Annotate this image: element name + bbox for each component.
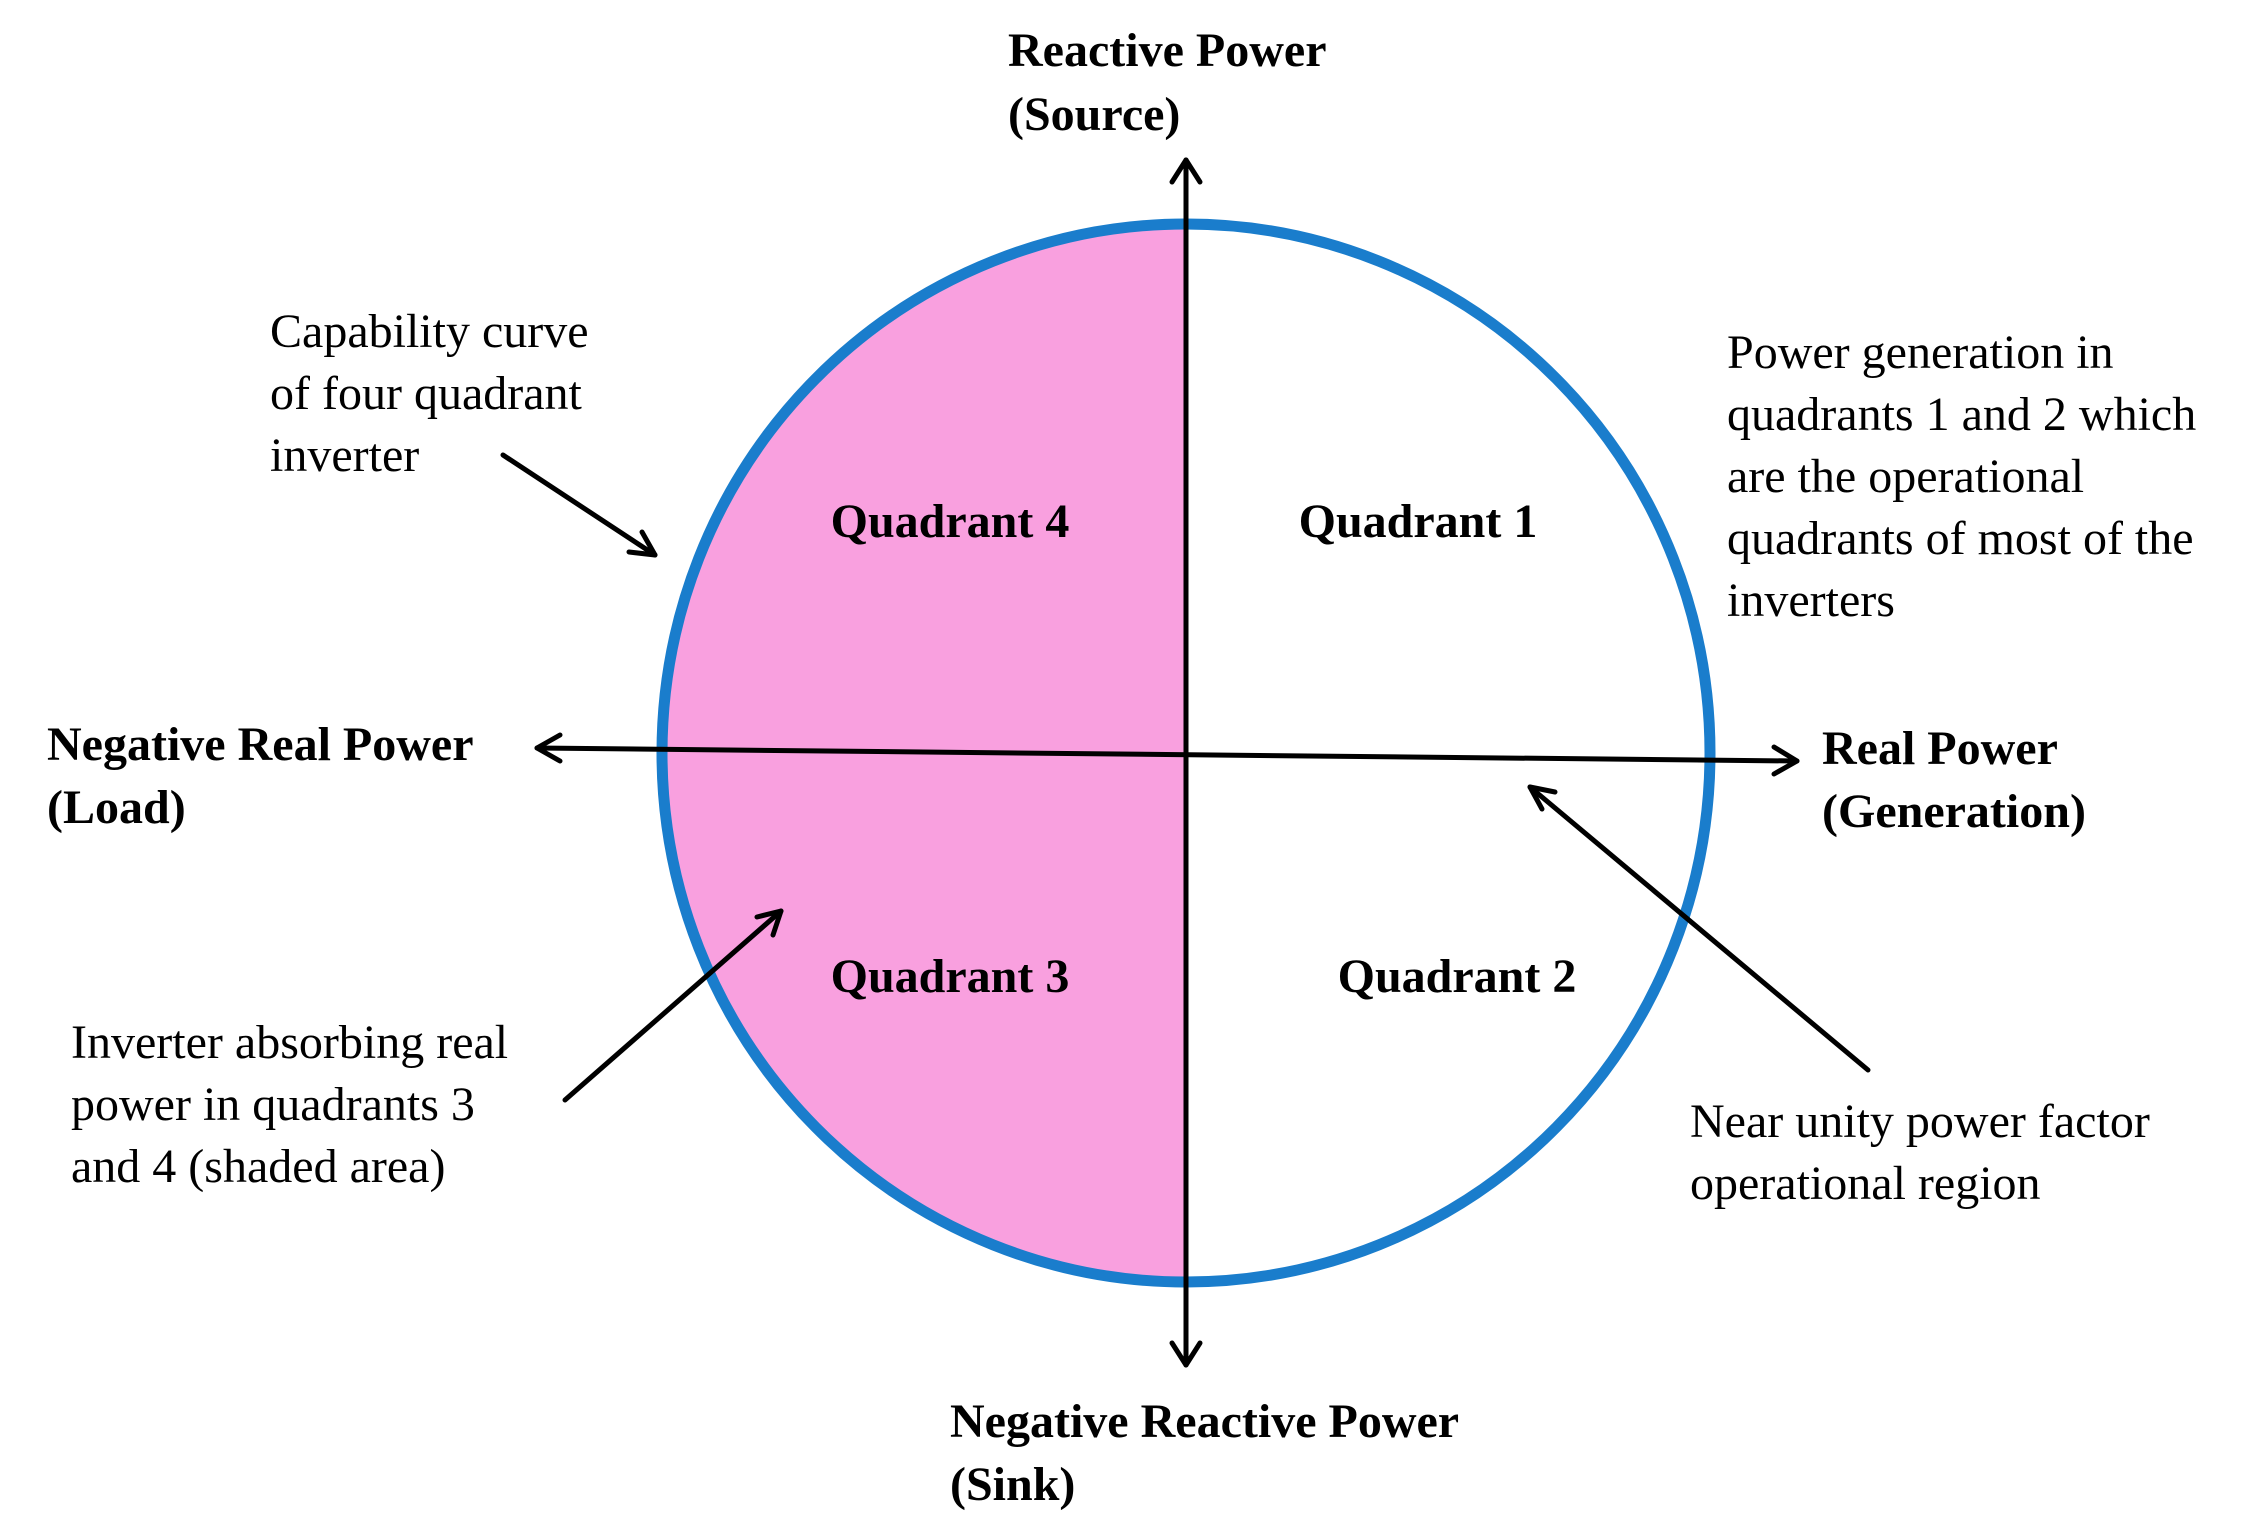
note-generation-line-2: quadrants 1 and 2 which: [1727, 388, 2196, 441]
note-absorbing-line-1: Inverter absorbing real: [71, 1016, 508, 1069]
axis-label-up-line-2: (Source): [1008, 88, 1180, 141]
axis-label-up-line-1: Reactive Power: [1008, 24, 1327, 77]
axis-label-up: Reactive Power (Source): [1008, 24, 1327, 141]
axis-label-down: Negative Reactive Power (Sink): [950, 1395, 1459, 1511]
note-unity-line-1: Near unity power factor: [1690, 1095, 2150, 1148]
axis-label-left-line-1: Negative Real Power: [47, 718, 474, 771]
note-generation-line-1: Power generation in: [1727, 326, 2114, 379]
note-unity-line-2: operational region: [1690, 1157, 2041, 1210]
axis-label-left: Negative Real Power (Load): [47, 718, 474, 834]
axis-label-down-line-1: Negative Reactive Power: [950, 1395, 1459, 1448]
unity-pointer-arrow: [1527, 784, 1871, 1073]
horizontal-axis: [534, 732, 1800, 777]
axis-label-left-line-2: (Load): [47, 781, 186, 834]
note-capability-line-3: inverter: [270, 429, 419, 482]
pointer-arrows: [500, 452, 1871, 1103]
quadrant-2-label: Quadrant 2: [1338, 950, 1577, 1003]
note-capability-line-1: Capability curve: [270, 305, 589, 358]
quadrant-1-label: Quadrant 1: [1299, 495, 1538, 548]
note-capability: Capability curve of four quadrant invert…: [270, 305, 589, 482]
note-unity: Near unity power factor operational regi…: [1690, 1095, 2150, 1210]
axis-label-right: Real Power (Generation): [1822, 722, 2086, 838]
note-generation-line-5: inverters: [1727, 574, 1895, 627]
note-generation: Power generation in quadrants 1 and 2 wh…: [1727, 326, 2196, 627]
quadrant-3-label: Quadrant 3: [831, 950, 1070, 1003]
absorbing-pointer-arrow: [562, 908, 784, 1103]
axis-label-down-line-2: (Sink): [950, 1458, 1075, 1511]
note-absorbing-line-2: power in quadrants 3: [71, 1078, 475, 1131]
note-generation-line-3: are the operational: [1727, 450, 2084, 503]
axis-label-right-line-2: (Generation): [1822, 785, 2086, 838]
note-absorbing: Inverter absorbing real power in quadran…: [71, 1016, 508, 1193]
axis-label-right-line-1: Real Power: [1822, 722, 2058, 775]
capability-pointer-arrow: [500, 452, 658, 558]
note-capability-line-2: of four quadrant: [270, 367, 583, 420]
note-absorbing-line-3: and 4 (shaded area): [71, 1140, 445, 1193]
quadrant-4-label: Quadrant 4: [831, 495, 1070, 548]
vertical-axis: [1169, 157, 1203, 1368]
note-generation-line-4: quadrants of most of the: [1727, 512, 2194, 565]
